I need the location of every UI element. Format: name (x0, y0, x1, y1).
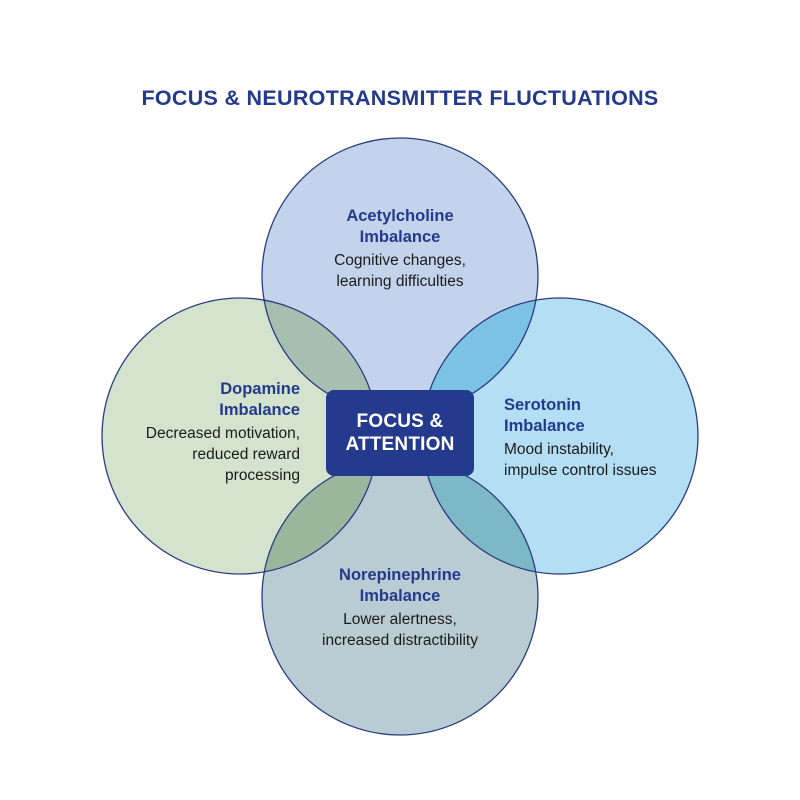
focus-attention-box: FOCUS & ATTENTION (326, 390, 474, 476)
acetylcholine-label: Acetylcholine Imbalance Cognitive change… (280, 206, 520, 292)
overlap-norepinephrine-dopamine (262, 459, 378, 574)
dopamine-description: Decreased motivation, reduced reward pro… (100, 423, 300, 486)
description-line: Lower alertness, (343, 611, 457, 628)
description-line: impulse control issues (504, 462, 657, 479)
acetylcholine-description: Cognitive changes, learning difficulties (280, 250, 520, 292)
description-line: learning difficulties (336, 273, 464, 290)
heading-line: Acetylcholine (346, 207, 454, 225)
serotonin-description: Mood instability, impulse control issues (504, 439, 704, 481)
center-line: ATTENTION (345, 434, 455, 455)
norepinephrine-description: Lower alertness, increased distractibili… (280, 609, 520, 651)
description-line: increased distractibility (322, 632, 478, 649)
center-line: FOCUS & (356, 411, 444, 432)
description-line: reduced reward (192, 446, 300, 463)
heading-line: Norepinephrine (339, 566, 461, 584)
dopamine-label: Dopamine Imbalance Decreased motivation,… (100, 379, 300, 486)
description-line: Cognitive changes, (334, 252, 466, 269)
overlap-acetylcholine-dopamine (262, 298, 378, 414)
heading-line: Imbalance (359, 228, 441, 246)
serotonin-label: Serotonin Imbalance Mood instability, im… (504, 395, 704, 481)
heading-line: Imbalance (359, 587, 441, 605)
norepinephrine-label: Norepinephrine Imbalance Lower alertness… (280, 565, 520, 651)
norepinephrine-heading: Norepinephrine Imbalance (280, 565, 520, 607)
overlap-norepinephrine-serotonin (422, 459, 538, 574)
diagram-title: FOCUS & NEUROTRANSMITTER FLUCTUATIONS (141, 86, 659, 110)
heading-line: Imbalance (219, 401, 300, 419)
acetylcholine-heading: Acetylcholine Imbalance (280, 206, 520, 248)
heading-line: Serotonin (504, 396, 581, 414)
overlap-acetylcholine-serotonin (422, 298, 538, 414)
description-line: processing (225, 467, 300, 484)
description-line: Mood instability, (504, 441, 614, 458)
heading-line: Dopamine (220, 380, 300, 398)
description-line: Decreased motivation, (145, 425, 300, 442)
heading-line: Imbalance (504, 417, 585, 435)
serotonin-heading: Serotonin Imbalance (504, 395, 704, 437)
dopamine-heading: Dopamine Imbalance (100, 379, 300, 421)
